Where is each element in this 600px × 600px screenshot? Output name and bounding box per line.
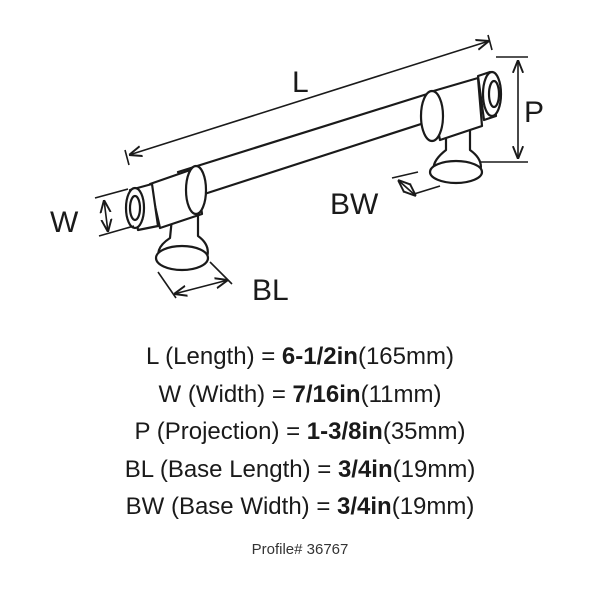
- spec-imperial: 1-3/8in: [306, 418, 383, 445]
- spec-desc: (Base Width) =: [164, 493, 338, 520]
- spec-projection: P (Projection) = 1-3/8in(35mm): [0, 413, 600, 451]
- spec-imperial: 7/16in: [292, 380, 361, 408]
- dim-label-bl: BL: [252, 274, 289, 307]
- spec-desc: (Base Length) =: [153, 455, 338, 483]
- spec-key: BW: [125, 493, 165, 520]
- dim-label-l: L: [292, 66, 309, 99]
- spec-imperial: 3/4in: [337, 455, 393, 483]
- dim-label-p: P: [524, 96, 544, 129]
- profile-number: Profile# 36767: [251, 541, 349, 558]
- spec-metric: (165mm): [357, 343, 454, 370]
- spec-imperial: 3/4in: [337, 493, 392, 520]
- spec-key: BL: [124, 455, 154, 483]
- spec-base-length: BL (Base Length) = 3/4in(19mm): [0, 451, 600, 489]
- dimension-specs: L (Length) = 6-1/2in(165mm) W (Width) = …: [0, 338, 600, 526]
- handle-dimension-diagram: L W P BL BW: [50, 34, 544, 307]
- spec-desc: (Length) =: [158, 343, 282, 370]
- spec-metric: (19mm): [392, 455, 476, 483]
- spec-length: L (Length) = 6-1/2in(165mm): [0, 338, 600, 376]
- spec-base-width: BW (Base Width) = 3/4in(19mm): [0, 488, 600, 526]
- spec-metric: (35mm): [382, 418, 466, 445]
- spec-width: W (Width) = 7/16in(11mm): [0, 376, 600, 414]
- spec-metric: (11mm): [360, 380, 442, 408]
- spec-key: W: [158, 380, 182, 408]
- spec-key: P: [134, 418, 151, 445]
- spec-desc: (Width) =: [181, 380, 293, 408]
- spec-metric: (19mm): [391, 493, 475, 520]
- dim-label-bw: BW: [330, 188, 379, 221]
- dim-label-w: W: [50, 206, 79, 239]
- dimension-lines: [94, 34, 528, 299]
- spec-desc: (Projection) =: [150, 418, 307, 445]
- pull-handle-drawing: [124, 70, 503, 272]
- spec-key: L: [146, 343, 159, 370]
- spec-imperial: 6-1/2in: [281, 343, 358, 370]
